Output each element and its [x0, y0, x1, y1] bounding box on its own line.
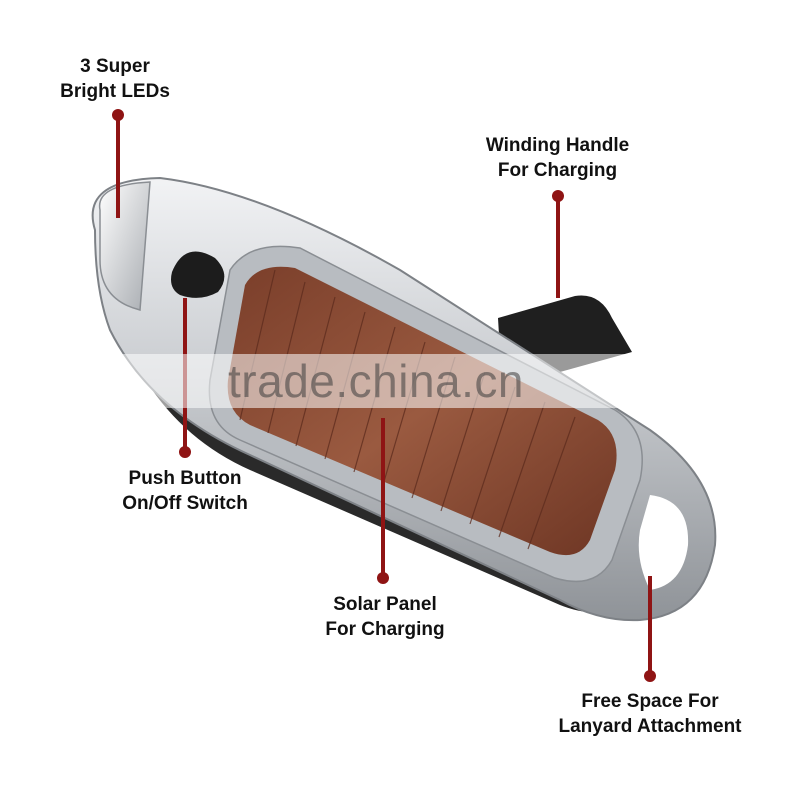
led-lens: [98, 181, 151, 311]
callout-label-lanyard: Free Space For Lanyard Attachment: [520, 689, 780, 739]
callout-label-winding-handle: Winding Handle For Charging: [455, 133, 660, 183]
callout-label-leds: 3 Super Bright LEDs: [50, 54, 180, 104]
watermark: trade.china.cn: [120, 354, 632, 408]
callout-dot-solar: [377, 572, 389, 584]
callout-winding-line-1: Winding Handle: [485, 135, 630, 156]
callout-dot-leds: [112, 109, 124, 121]
callout-solar-line-1: Solar Panel: [333, 594, 437, 615]
callout-lanyard-line-1: Free Space For: [581, 691, 719, 712]
callout-dot-button: [179, 446, 191, 458]
push-button: [171, 251, 225, 298]
callout-label-push-button: Push Button On/Off Switch: [95, 466, 275, 516]
callout-dot-winding: [552, 190, 564, 202]
callout-button-line-2: On/Off Switch: [122, 493, 248, 514]
callout-button-line-1: Push Button: [128, 468, 242, 489]
winding-handle: [498, 295, 632, 372]
callout-lines: [112, 109, 656, 682]
callout-leds-line-1: 3 Super: [80, 56, 150, 77]
callout-winding-line-2: For Charging: [497, 160, 618, 181]
callout-solar-line-2: For Charging: [325, 619, 445, 640]
callout-label-solar-panel: Solar Panel For Charging: [290, 592, 480, 642]
callout-lanyard-line-2: Lanyard Attachment: [558, 716, 742, 737]
callout-dot-lanyard: [644, 670, 656, 682]
callout-leds-line-2: Bright LEDs: [60, 81, 170, 102]
lanyard-hole: [638, 495, 689, 590]
